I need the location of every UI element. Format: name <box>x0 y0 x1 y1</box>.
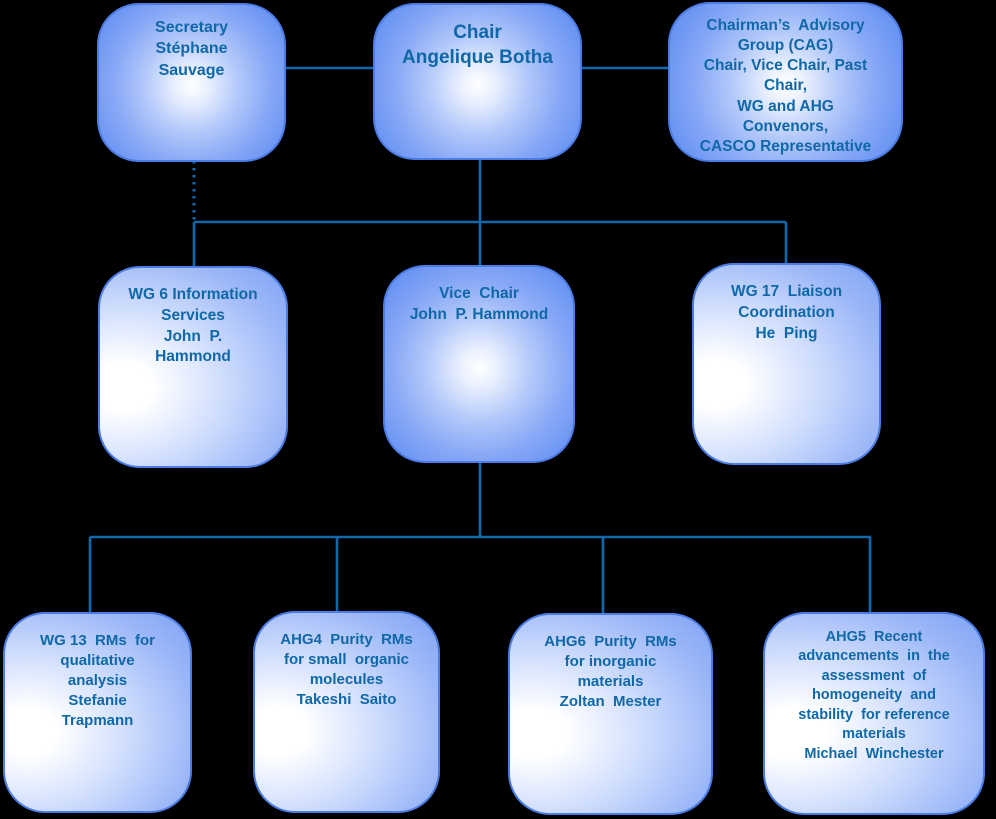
node-ahg6-purity-rms-inorganic: AHG6 Purity RMs for inorganic materials … <box>508 613 713 815</box>
node-ahg5-homogeneity-stability: AHG5 Recent advancements in the assessme… <box>763 612 985 815</box>
node-ahg4-purity-rms-organic: AHG4 Purity RMs for small organic molecu… <box>253 611 440 813</box>
node-wg17-liaison-coordination: WG 17 Liaison Coordination He Ping <box>692 263 881 465</box>
node-chair: Chair Angelique Botha <box>373 3 582 160</box>
node-wg6-information-services: WG 6 Information Services John P. Hammon… <box>98 266 288 468</box>
node-chairmans-advisory-group: Chairman’s Advisory Group (CAG) Chair, V… <box>668 2 903 162</box>
node-vice-chair: Vice Chair John P. Hammond <box>383 265 575 463</box>
node-wg13-rms-qualitative-analysis: WG 13 RMs for qualitative analysis Stefa… <box>3 612 192 813</box>
node-secretary: Secretary Stéphane Sauvage <box>97 3 286 162</box>
